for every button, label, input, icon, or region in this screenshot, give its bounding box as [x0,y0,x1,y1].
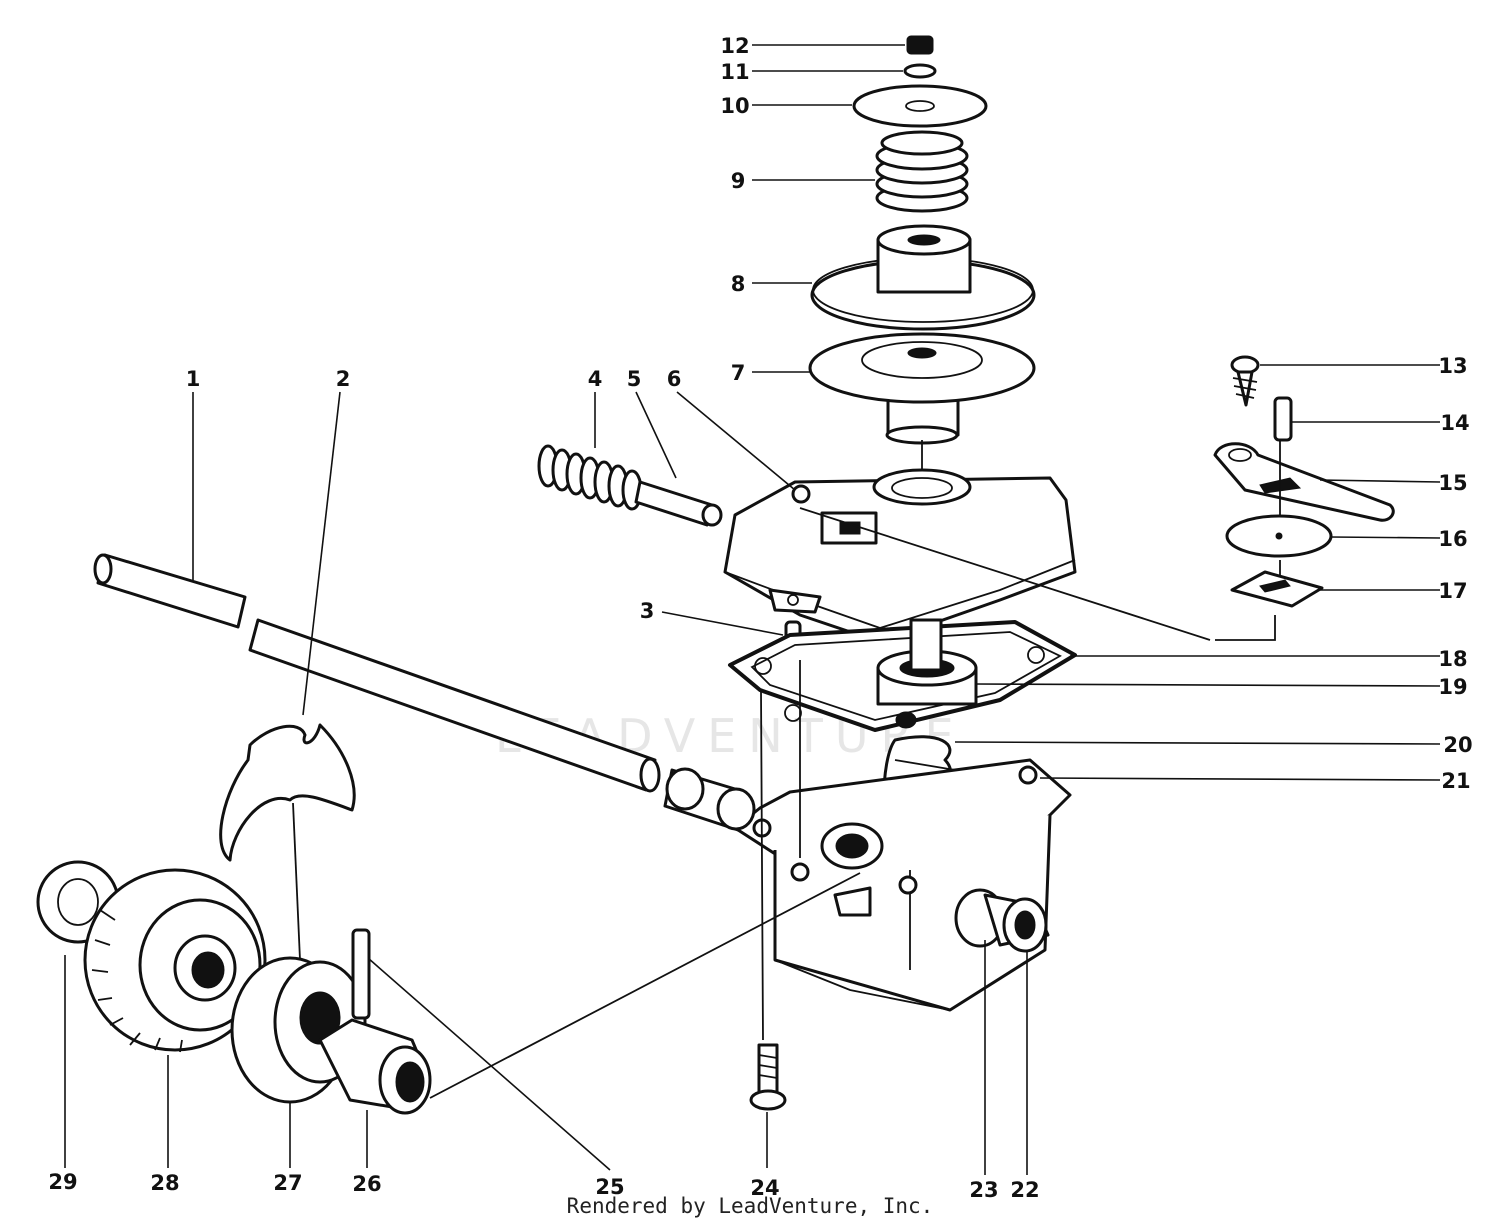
part-oil-seal [876,618,978,706]
callout-24: 24 [750,1176,779,1200]
part-retainer-plate [1230,570,1324,608]
callout-9: 9 [731,169,746,193]
part-nut [906,35,934,55]
part-spring [875,130,969,213]
part-friction-disc [1225,514,1333,558]
callout-13: 13 [1438,354,1467,378]
callout-28: 28 [150,1171,179,1195]
callout-21: 21 [1441,769,1470,793]
part-axle-shaft [93,553,661,793]
part-spur-gear [83,868,267,1053]
part-screw [1230,355,1260,407]
callout-26: 26 [352,1172,381,1196]
callout-27: 27 [273,1171,302,1195]
callout-25: 25 [595,1175,624,1199]
render-credit: Rendered by LeadVenture, Inc. [566,1194,934,1218]
callout-17: 17 [1438,579,1467,603]
part-lever-hole [1228,448,1252,462]
callout-18: 18 [1438,647,1467,671]
part-roll-pin [351,928,371,1020]
callout-15: 15 [1438,471,1467,495]
part-washer-small [903,63,937,79]
part-lever-plate [1213,442,1395,522]
part-bolt [749,1043,787,1111]
part-shift-spring [537,444,643,511]
callout-20: 20 [1443,733,1472,757]
part-pulley-upper [810,224,1036,331]
callout-2: 2 [336,367,351,391]
part-shift-fork [219,723,356,862]
part-spring-cup [852,84,988,128]
part-side-bushing [954,888,1050,953]
parts-artwork [36,35,1395,1115]
callout-14: 14 [1440,411,1469,435]
callout-6: 6 [667,367,682,391]
callout-1: 1 [186,367,201,391]
part-clutch-dog [318,1018,432,1115]
callout-19: 19 [1438,675,1467,699]
callout-4: 4 [588,367,603,391]
callout-7: 7 [731,361,746,385]
callout-labels: 1 2 3 4 5 6 7 8 9 10 11 12 13 14 15 16 1… [48,34,1472,1202]
part-clutch-collar [230,956,367,1104]
callout-12: 12 [720,34,749,58]
callout-22: 22 [1010,1178,1039,1202]
callout-16: 16 [1438,527,1467,551]
callout-10: 10 [720,94,749,118]
callout-29: 29 [48,1170,77,1194]
part-pulley-lower [808,332,1036,445]
callout-23: 23 [969,1178,998,1202]
part-pin [1273,396,1293,442]
part-shaft-bushing [663,767,756,832]
part-shift-pin [634,480,723,527]
callout-11: 11 [720,60,749,84]
callout-3: 3 [640,599,655,623]
callout-8: 8 [731,272,746,296]
part-housing-cover [723,468,1077,644]
leader-lines [64,44,1441,1175]
part-housing-base [733,758,1072,1012]
callout-5: 5 [627,367,642,391]
